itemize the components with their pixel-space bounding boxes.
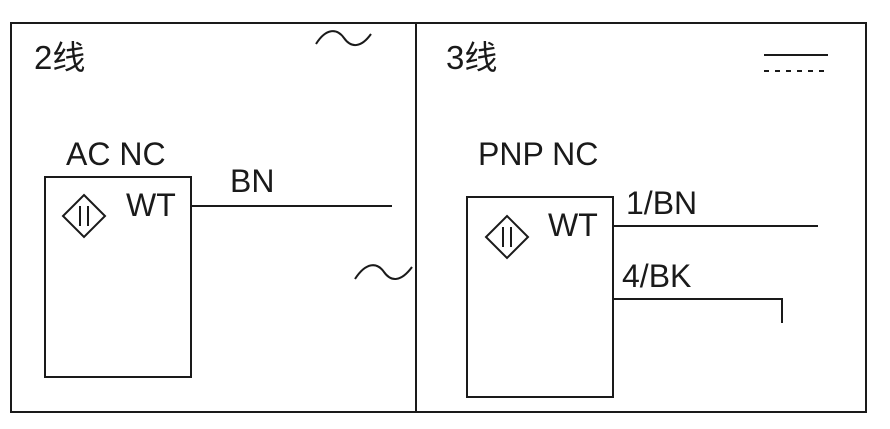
left-sensor-body	[44, 176, 192, 378]
proximity-sensor-icon	[484, 214, 530, 260]
right-device-label: WT	[548, 207, 598, 243]
left-sensor-type: AC NC	[66, 136, 166, 172]
dc-line-icon	[764, 54, 828, 72]
ac-tilde-icon	[315, 30, 372, 46]
outer-frame	[10, 22, 867, 413]
right-panel: 3线 PNP NC WT 1/BN 4/BK	[446, 39, 828, 398]
left-device-label: WT	[126, 187, 176, 223]
right-wire-bk	[613, 298, 783, 323]
proximity-sensor-icon	[61, 193, 107, 239]
right-sensor-body	[466, 196, 614, 398]
right-wire-bk-label: 4/BK	[622, 258, 691, 294]
left-wire-bn-label: BN	[230, 163, 274, 199]
ac-tilde-icon	[354, 264, 413, 280]
right-wire-bn-label: 1/BN	[626, 185, 697, 221]
right-panel-title: 3线	[446, 39, 497, 76]
left-panel: 2线 AC NC WT BN	[34, 30, 413, 378]
right-sensor-type: PNP NC	[478, 136, 598, 172]
left-panel-title: 2线	[34, 39, 85, 76]
